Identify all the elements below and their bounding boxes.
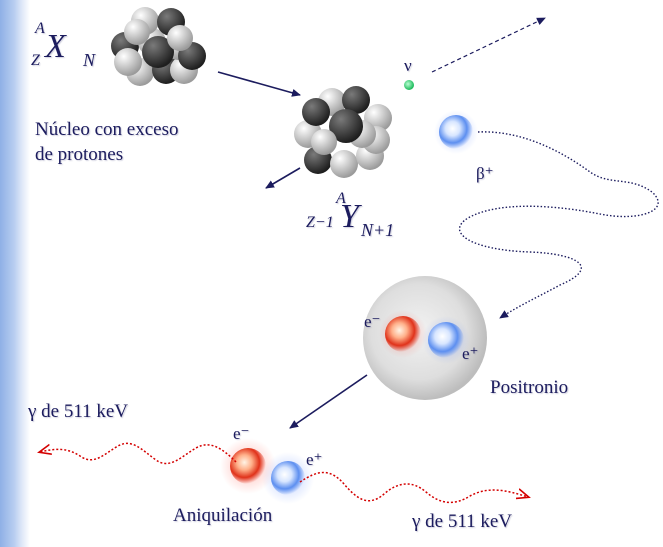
- annihilation-electron-label: e⁻: [233, 424, 250, 443]
- nucleus-caption-line2: de protones: [35, 144, 124, 165]
- nucleus-caption-line1: Núcleo con exceso: [35, 119, 179, 140]
- neutrino-label: ν: [404, 56, 412, 75]
- positronium-electron-label: e⁻: [364, 312, 381, 331]
- positronium-positron: [428, 322, 464, 358]
- gamma-right-label: γ de 511 keV: [412, 511, 513, 532]
- beta-plus-label: β⁺: [476, 164, 494, 183]
- arrow-neutrino-path: [431, 17, 546, 73]
- daughter-neutron-number: N+1: [361, 220, 395, 240]
- gamma-wave-right: [299, 471, 528, 504]
- daughter-element-symbol: Y: [340, 198, 359, 235]
- arrow-positronium-to-annihilation: [289, 374, 368, 429]
- positronium-label: Positronio: [490, 377, 569, 398]
- daughter-nucleus: [294, 86, 392, 178]
- positron-particle: [439, 115, 473, 149]
- parent-mass-number: A: [35, 20, 45, 37]
- annihilation-positron-label: e⁺: [306, 450, 323, 469]
- parent-element-symbol: X: [45, 28, 66, 65]
- annihilation-positron: [271, 461, 305, 495]
- gamma-left-label: γ de 511 keV: [28, 401, 129, 422]
- positronium-electron: [385, 316, 421, 352]
- positronium-positron-label: e⁺: [462, 344, 479, 363]
- positron-path: [458, 131, 659, 319]
- daughter-mass-number: A: [336, 190, 346, 207]
- annihilation-electron: [230, 448, 266, 484]
- parent-atomic-number: Z: [31, 52, 40, 69]
- neutrino-particle: [404, 80, 414, 90]
- daughter-atomic-number: Z−1: [306, 214, 334, 231]
- arrow-recoil: [265, 167, 301, 189]
- parent-nucleus: [111, 7, 206, 86]
- gamma-wave-left: [40, 442, 237, 465]
- parent-neutron-number: N: [83, 50, 96, 70]
- arrow-parent-to-daughter: [217, 71, 301, 97]
- annihilation-label: Aniquilación: [173, 505, 273, 526]
